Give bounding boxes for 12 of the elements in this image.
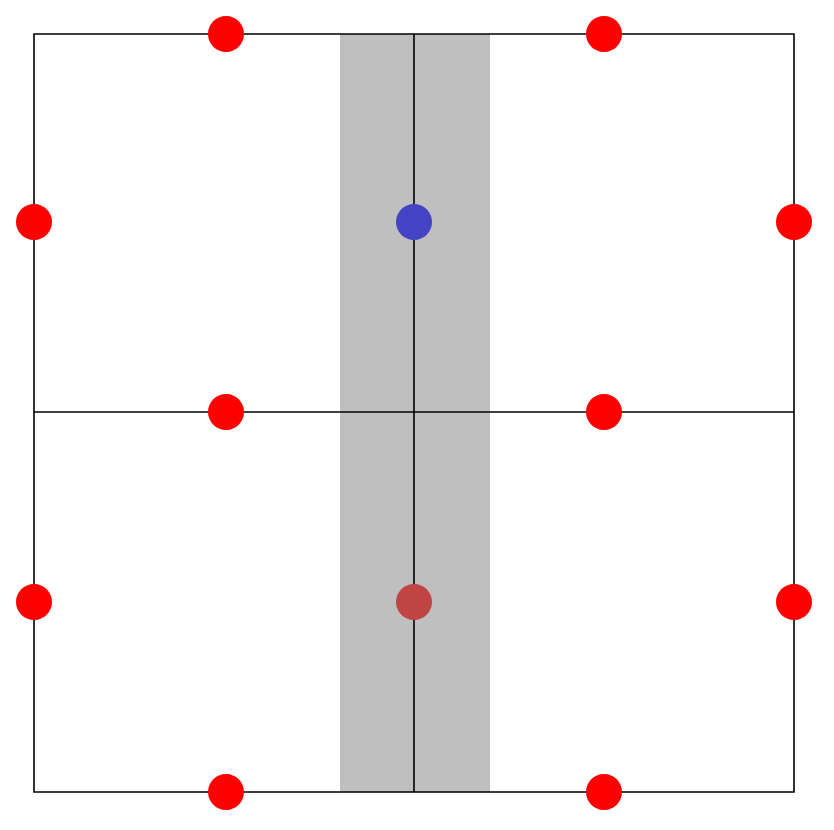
dot <box>208 394 244 430</box>
dot <box>586 394 622 430</box>
dot <box>16 204 52 240</box>
dot <box>776 204 812 240</box>
dot <box>396 204 432 240</box>
dot <box>776 584 812 620</box>
dot <box>396 584 432 620</box>
dot <box>16 584 52 620</box>
dot <box>586 774 622 810</box>
dot <box>208 16 244 52</box>
dot <box>586 16 622 52</box>
dot <box>208 774 244 810</box>
